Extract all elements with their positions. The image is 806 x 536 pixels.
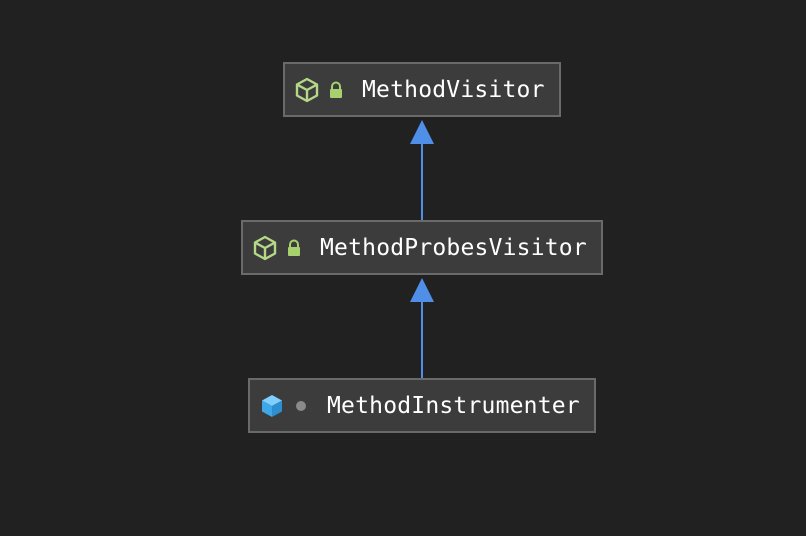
lock-icon: [284, 238, 304, 258]
package-private-dot-icon: [291, 396, 311, 416]
node-label: MethodVisitor: [362, 76, 545, 103]
node-method-instrumenter[interactable]: MethodInstrumenter: [248, 378, 596, 433]
node-method-visitor[interactable]: MethodVisitor: [283, 62, 561, 117]
lock-icon: [326, 80, 346, 100]
node-label: MethodInstrumenter: [327, 392, 580, 419]
abstract-class-icon: [294, 77, 320, 103]
edge-method-probes-visitor-to-method-visitor: [410, 120, 434, 220]
abstract-class-icon: [252, 235, 278, 261]
node-label: MethodProbesVisitor: [320, 234, 587, 261]
node-method-probes-visitor[interactable]: MethodProbesVisitor: [241, 220, 603, 275]
inheritance-arrowhead: [410, 120, 434, 144]
inheritance-arrowhead: [410, 278, 434, 302]
class-icon: [259, 393, 285, 419]
edge-method-instrumenter-to-method-probes-visitor: [410, 278, 434, 378]
